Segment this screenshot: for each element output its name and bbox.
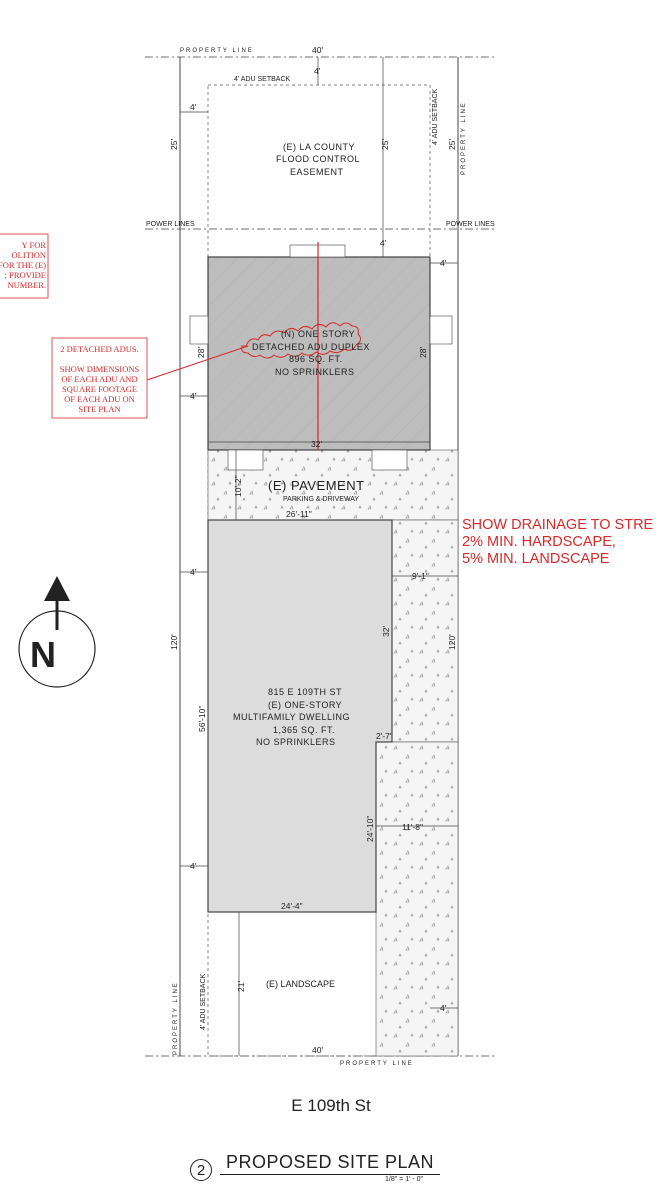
dwelling-top-width-dim: 26'-11" [286,509,312,519]
top-setback-dim: 4' [314,66,321,76]
dwelling-line4: 1,365 SQ. FT. [273,725,335,735]
notch-dim: 2'-7" [376,731,393,741]
pavement-sub: PARKING & DRIVEWAY [283,496,359,503]
easement-line1: (E) LA COUNTY [283,142,355,152]
landscape-depth-dim: 21' [236,981,246,992]
adu-depth-left-dim: 28' [196,347,206,358]
adu-note: 2 DETACHED ADUS. SHOW DIMENSIONS OF EACH… [52,344,147,414]
drainage-note-line: 2% MIN. HARDSCAPE, [462,534,616,550]
adu-gap-dim: 4' [380,238,387,248]
dwelling-building [207,519,393,913]
drainage-note: SHOW DRAINAGE TO STRE 2% MIN. HARDSCAPE,… [462,517,653,568]
partial-note-line: OLITION [11,250,46,260]
redline-leader [146,345,249,381]
driveway-width-dim: 9'-1" [412,571,429,581]
adu-note-box [51,337,148,419]
lot-depth-left-dim: 120' [169,634,179,650]
partial-note-line: NUMBER. [7,280,47,290]
dwelling-left-lower-dim: 4' [190,861,197,871]
adu-note-line: OF EACH ADU ON [64,394,135,404]
drawing-title: PROPOSED SITE PLAN [226,1152,435,1172]
north-label: N [30,634,56,675]
adu-porch-right [429,315,453,345]
adu-setback-top-label: 4' ADU SETBACK [234,76,291,83]
adu-width-dim: 32' [311,439,322,449]
property-line-right-label: PROPERTY LINE [461,101,467,175]
adu-setback-left-label: 4' ADU SETBACK [200,973,207,1030]
adu-line4: NO SPRINKLERS [275,367,355,377]
adu-note-line: SITE PLAN [78,404,121,414]
partial-note-line: ; PROVIDE [4,270,46,280]
power-lines-left-label: POWER LINES [146,221,195,228]
partial-note: Y FOR OLITION FOR THE (E) ; PROVIDE NUMB… [0,240,46,290]
adu-note-line: SHOW DIMENSIONS [59,364,140,374]
north-arrow-head [44,576,70,601]
adu-setback-box [207,84,431,1057]
adu-note-line: SQUARE FOOTAGE [61,384,138,394]
partial-note-line: FOR THE (E) [0,260,46,270]
landscape-label: (E) LANDSCAPE [266,979,335,989]
street-name: E 109th St [291,1096,371,1115]
bottom-width-dim: 40' [312,1045,323,1055]
dwelling-bottom-width-dim: 24'-4" [281,901,303,911]
lot-depth-right-dim: 120' [447,634,457,650]
easement-depth-right-dim: 25' [447,139,457,150]
pavement-depth-dim: 10'-2" [233,475,243,497]
adu-note-line: 2 DETACHED ADUS. [60,344,139,354]
adu-right-dim: 4' [440,258,447,268]
adu-note-line: OF EACH ADU AND [61,374,138,384]
adu-note-line [52,354,147,364]
adu-line2: DETACHED ADU DUPLEX [252,342,370,352]
adu-porch-left [189,315,209,345]
adu-setback-right-label: 4' ADU SETBACK [432,88,439,145]
drainage-note-line: SHOW DRAINAGE TO STRE [462,517,654,533]
pavement-title: (E) PAVEMENT [268,478,365,493]
dwelling-line5: NO SPRINKLERS [256,737,336,747]
dwelling-line2: (E) ONE-STORY [268,700,342,710]
easement-depth-center-dim: 25' [380,139,390,150]
easement-line3: EASEMENT [290,167,344,177]
property-line-bottom-label: PROPERTY LINE [340,1061,414,1067]
adu-step-right [371,449,408,471]
dwelling-line1: 815 E 109TH ST [268,687,342,697]
dwelling-depth-dim: 56'-10" [197,706,207,732]
dwelling-line3: MULTIFAMILY DWELLING [233,712,350,722]
dwelling-left-upper-dim: 4' [190,567,197,577]
adu-line1: (N) ONE STORY [281,329,355,339]
top-width-dim: 40' [312,45,323,55]
drawing-number: 2 [190,1159,212,1181]
revision-cloud [241,322,362,359]
adu-line3: 896 SQ. FT. [289,354,343,364]
adu-step-left [227,449,264,471]
left-setback-top-dim: 4' [190,102,197,112]
bottom-right-setback-dim: 4' [440,1003,447,1013]
easement-depth-left-dim: 25' [169,139,179,150]
driveway-strip-lower [375,741,459,1057]
drawing-title-block: 2 PROPOSED SITE PLAN 1/8" = 1' - 0" [190,1152,450,1186]
partial-note-line: Y FOR [21,240,46,250]
title-underline [220,1174,440,1175]
side-yard-dim: 11'-8" [402,822,423,832]
adu-left-lower-dim: 4' [190,391,197,401]
property-line-left-label: PROPERTY LINE [173,981,179,1055]
power-lines-right-label: POWER LINES [446,221,495,228]
dwelling-right-lower-dim: 24'-10" [365,816,375,842]
drawing-scale: 1/8" = 1' - 0" [385,1176,424,1183]
property-line-top-label: PROPERTY LINE [180,48,254,54]
partial-note-box [0,233,49,299]
dwelling-right-upper-dim: 32' [381,626,391,637]
easement-line2: FLOOD CONTROL [276,154,360,164]
adu-depth-right-dim: 28' [418,347,428,358]
drainage-note-line: 5% MIN. LANDSCAPE [462,551,610,567]
